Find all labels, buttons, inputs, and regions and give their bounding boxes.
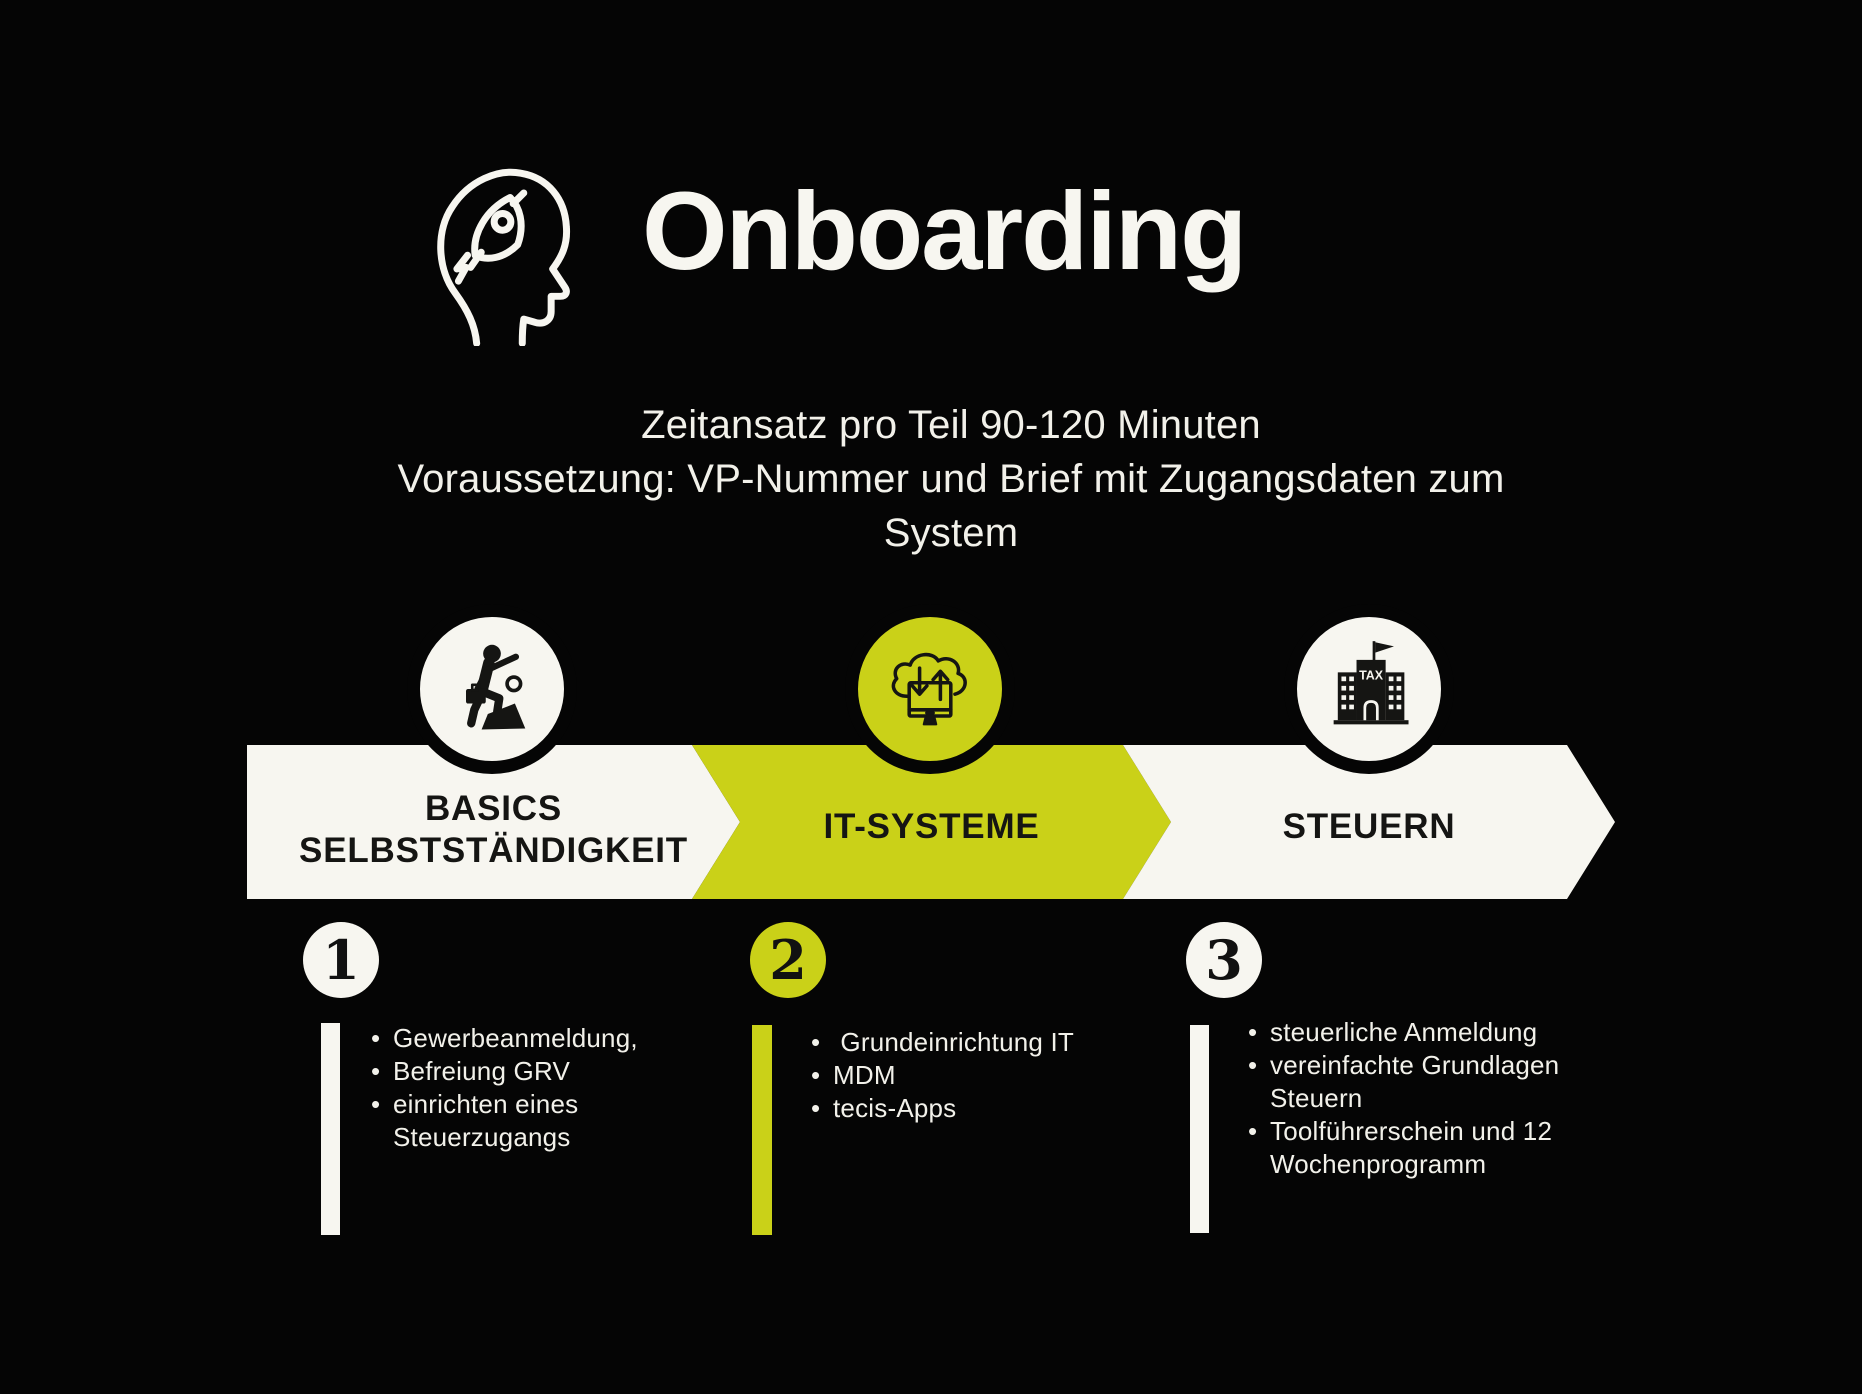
page-title: Onboarding bbox=[642, 170, 1247, 293]
step-3-label: STEUERN bbox=[1282, 807, 1456, 846]
list-item: einrichten eines Steuerzugangs bbox=[371, 1088, 673, 1154]
tax-building-icon: TAX bbox=[1317, 637, 1421, 741]
step-3-item-list: steuerliche Anmeldung vereinfachte Grund… bbox=[1248, 1016, 1590, 1181]
list-item: steuerliche Anmeldung bbox=[1248, 1016, 1590, 1049]
subtitle: Zeitansatz pro Teil 90-120 Minuten Vorau… bbox=[331, 398, 1571, 560]
cloud-sync-monitor-icon bbox=[878, 637, 982, 741]
step-1-item-list: Gewerbeanmeldung, Befreiung GRV einricht… bbox=[371, 1022, 673, 1154]
step-3-number-badge: 3 bbox=[1186, 922, 1262, 998]
step-3-divider-bar bbox=[1190, 1025, 1209, 1233]
list-item: Befreiung GRV bbox=[371, 1055, 673, 1088]
step-2-label: IT-SYSTEME bbox=[823, 807, 1040, 846]
step-1-divider-bar bbox=[321, 1023, 340, 1235]
subtitle-line-2: Voraussetzung: VP-Nummer und Brief mit Z… bbox=[397, 457, 1505, 555]
step-3-circle: TAX bbox=[1284, 604, 1454, 774]
list-item: Gewerbeanmeldung, bbox=[371, 1022, 673, 1055]
list-item: tecis-Apps bbox=[811, 1092, 1133, 1125]
step-1-circle bbox=[407, 604, 577, 774]
step-1-number-badge: 1 bbox=[303, 922, 379, 998]
step-2-number-badge: 2 bbox=[750, 922, 826, 998]
list-item: vereinfachte Grundlagen Steuern bbox=[1248, 1049, 1590, 1115]
list-item: Toolführerschein und 12 Wochenprogramm bbox=[1248, 1115, 1590, 1181]
head-with-rocket-icon bbox=[425, 158, 577, 350]
step-1-label: BASICS SELBSTSTÄNDIGKEIT bbox=[299, 789, 688, 870]
step-2-divider-bar bbox=[752, 1025, 772, 1235]
list-item: Grundeinrichtung IT bbox=[811, 1026, 1133, 1059]
subtitle-line-1: Zeitansatz pro Teil 90-120 Minuten bbox=[641, 403, 1261, 447]
step-2-item-list: Grundeinrichtung IT MDM tecis-Apps bbox=[811, 1026, 1133, 1125]
businessman-climbing-icon bbox=[440, 637, 544, 741]
svg-text:TAX: TAX bbox=[1359, 669, 1384, 683]
step-2-circle bbox=[845, 604, 1015, 774]
list-item: MDM bbox=[811, 1059, 1133, 1092]
